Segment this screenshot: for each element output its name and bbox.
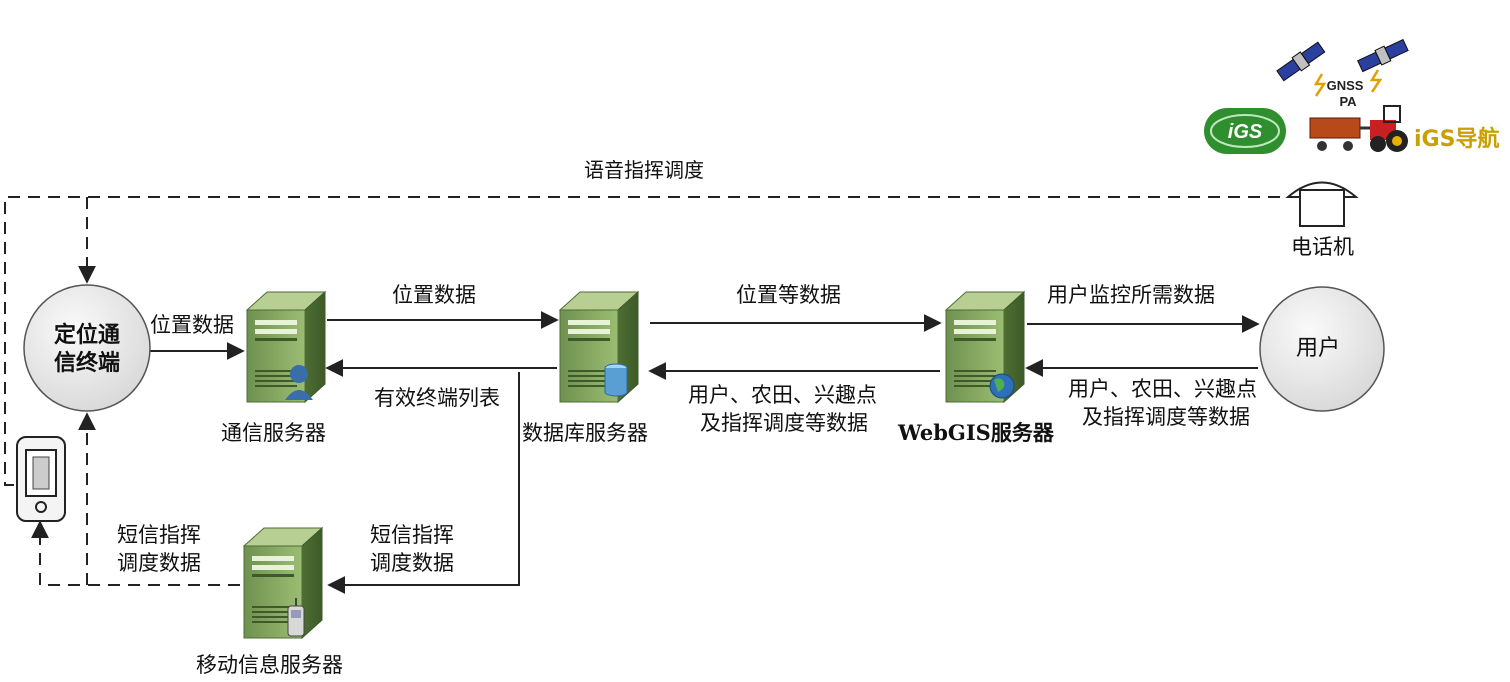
db-to-webgis-label: 位置等数据 <box>736 283 841 307</box>
db-to-mobile-label-1: 短信指挥 <box>370 523 454 547</box>
user-to-webgis-label-1: 用户、农田、兴趣点 <box>1068 377 1257 401</box>
webgis-server-label: WebGIS服务器 <box>898 420 1054 445</box>
db-to-mobile-label-2: 调度数据 <box>370 551 454 575</box>
voice-dispatch-label: 语音指挥调度 <box>584 158 704 182</box>
arrow-db-to-mobile <box>327 372 520 594</box>
voice-dispatch-line <box>4 196 1300 486</box>
terminal-label: 定位通信终端 <box>53 323 120 376</box>
telephone-icon <box>1285 181 1359 227</box>
comm-server-label: 通信服务器 <box>221 421 326 445</box>
user-label: 用户 <box>1296 336 1341 361</box>
db-server-label: 数据库服务器 <box>522 421 648 445</box>
webgis-to-db-label-2: 及指挥调度等数据 <box>700 411 868 435</box>
db-to-comm-label: 有效终端列表 <box>374 386 500 410</box>
igs-badge-logo: iGS <box>1204 108 1286 154</box>
mobile-to-terminal-label-2: 调度数据 <box>117 551 201 575</box>
phone-label: 电话机 <box>1291 235 1354 259</box>
pa-text: PA <box>1339 94 1357 109</box>
comm-to-db-label: 位置数据 <box>392 283 476 307</box>
igs-badge-text: iGS <box>1228 121 1263 143</box>
webgis-to-db-label-1: 用户、农田、兴趣点 <box>688 383 877 407</box>
user-circle <box>1259 286 1385 412</box>
mobile-server-label: 移动信息服务器 <box>196 653 343 677</box>
mobile-phone-icon <box>16 436 66 522</box>
sms-return-line <box>31 520 240 586</box>
terminal-circle <box>23 284 151 412</box>
terminal-to-comm-label: 位置数据 <box>150 313 234 337</box>
tractor-icon <box>1309 105 1408 152</box>
mobile-to-terminal-label-1: 短信指挥 <box>117 523 201 547</box>
user-to-webgis-label-2: 及指挥调度等数据 <box>1082 405 1250 429</box>
gnss-text: GNSS <box>1327 78 1364 93</box>
webgis-server-icon <box>945 291 1025 403</box>
db-server-icon <box>559 291 639 403</box>
brand-text: iGS导航 <box>1414 126 1499 152</box>
webgis-to-user-label: 用户监控所需数据 <box>1047 283 1215 307</box>
comm-server-icon <box>246 291 326 403</box>
mobile-server-icon <box>243 527 323 639</box>
satellite-icon <box>1276 38 1409 97</box>
